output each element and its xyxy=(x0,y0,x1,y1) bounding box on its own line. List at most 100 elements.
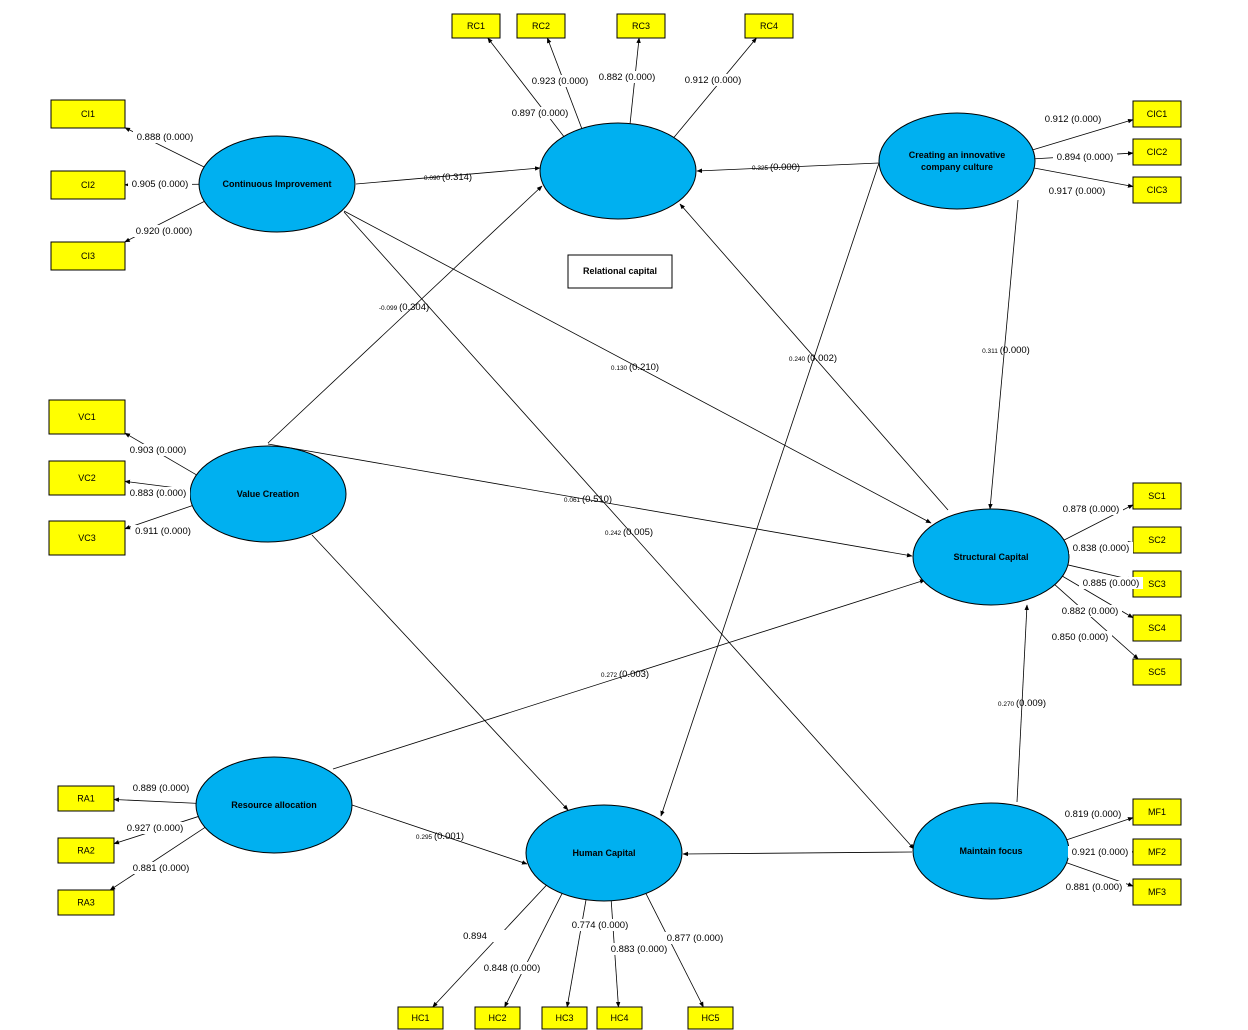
indicator-label: RC2 xyxy=(532,21,550,31)
loading-sc1: 0.878 (0.000) xyxy=(1063,504,1120,515)
loading-ci3: 0.920 (0.000) xyxy=(136,226,193,237)
loading-label-bg xyxy=(129,782,193,794)
indicator-rc1: RC1 xyxy=(451,13,501,39)
loading-line-ra3 xyxy=(109,826,207,891)
loading-sc4: 0.882 (0.000) xyxy=(1062,606,1119,617)
indicator-label: SC2 xyxy=(1148,535,1166,545)
loading-cic1: 0.912 (0.000) xyxy=(1045,114,1102,125)
indicator-ra1: RA1 xyxy=(57,785,115,812)
loading-label-bg xyxy=(480,962,544,974)
loading-line-hc1 xyxy=(432,884,548,1008)
loading-mf2: 0.921 (0.000) xyxy=(1072,847,1129,858)
indicator-box xyxy=(1132,798,1182,826)
indicator-label: CIC3 xyxy=(1147,185,1168,195)
construct-label: company culture xyxy=(921,162,993,172)
indicator-sc2: SC2 xyxy=(1132,526,1182,554)
path-mf-to-sc xyxy=(1016,604,1029,803)
path-coef-value: 0.272 xyxy=(601,672,619,679)
path-coef-ra-hc: 0.295 (0.001) xyxy=(416,831,464,842)
indicator-box xyxy=(596,1006,643,1030)
construct-label: Value Creation xyxy=(237,489,300,499)
loading-line-mf1 xyxy=(1065,817,1134,841)
construct-resource-allocation: Resource allocation xyxy=(195,756,353,854)
indicator-sc4: SC4 xyxy=(1132,614,1182,642)
indicator-label: MF3 xyxy=(1148,887,1166,897)
indicator-label: CI2 xyxy=(81,180,95,190)
construct-ellipse xyxy=(195,756,353,854)
construct-structural-capital: Structural Capital xyxy=(912,508,1070,606)
loading-label-bg xyxy=(528,75,592,87)
loading-label-bg xyxy=(1041,113,1105,125)
loading-label-bg xyxy=(1079,577,1143,589)
path-coef-cic-rc: 0.325 (0.000) xyxy=(752,162,800,173)
indicator-ra3: RA3 xyxy=(57,889,115,916)
loading-label-bg xyxy=(131,525,195,537)
indicator-ci2: CI2 xyxy=(50,170,126,200)
loading-label-bg xyxy=(126,487,190,499)
loading-label-bg xyxy=(443,930,507,942)
indicator-rc4: RC4 xyxy=(744,13,794,39)
loading-vc1: 0.903 (0.000) xyxy=(130,445,187,456)
indicator-hc5: HC5 xyxy=(687,1006,734,1030)
indicator-label: RA1 xyxy=(77,794,95,804)
indicator-label: SC5 xyxy=(1148,667,1166,677)
loading-label-bg xyxy=(1068,846,1132,858)
path-coef-sc-rc: 0.240 (0.002) xyxy=(789,353,837,364)
path-ra-to-hc xyxy=(351,804,528,865)
loading-label-bg xyxy=(132,225,196,237)
indicator-hc2: HC2 xyxy=(474,1006,521,1030)
loading-label-bg xyxy=(123,822,187,834)
indicator-vc1: VC1 xyxy=(48,399,126,435)
construct-creating-an-innovative-company-culture: Creating an innovative company culture xyxy=(878,112,1036,210)
path-coef-value: 0.295 xyxy=(416,834,434,841)
loading-vc2: 0.883 (0.000) xyxy=(130,488,187,499)
path-ci-to-mf xyxy=(343,211,915,850)
loading-line-rc1 xyxy=(487,37,565,138)
path-coef-pvalue: (0.001) xyxy=(434,831,464,842)
indicator-label: RA2 xyxy=(77,846,95,856)
indicator-label: HC4 xyxy=(610,1013,628,1023)
path-coef-cic-sc: 0.311 (0.000) xyxy=(982,345,1030,356)
path-coef-ci-mf: 0.242 (0.005) xyxy=(605,527,653,538)
indicator-vc3: VC3 xyxy=(48,520,126,556)
indicator-label: VC2 xyxy=(78,473,96,483)
construct-label: Continuous Improvement xyxy=(222,179,331,189)
indicator-mf2: MF2 xyxy=(1132,838,1182,866)
construct-ellipse xyxy=(539,122,697,220)
loading-cic3: 0.917 (0.000) xyxy=(1049,186,1106,197)
indicator-mf1: MF1 xyxy=(1132,798,1182,826)
loading-label-bg xyxy=(595,71,659,83)
path-ra-to-sc xyxy=(332,579,926,770)
indicator-mf3: MF3 xyxy=(1132,878,1182,906)
indicator-box xyxy=(474,1006,521,1030)
loading-rc1: 0.897 (0.000) xyxy=(512,108,569,119)
loading-label-bg xyxy=(1045,185,1109,197)
indicator-ra2: RA2 xyxy=(57,837,115,864)
loading-cic2: 0.894 (0.000) xyxy=(1057,152,1114,163)
construct-label: Creating an innovative xyxy=(909,150,1006,160)
path-mf-to-hc xyxy=(682,851,913,857)
loading-label-bg xyxy=(1048,631,1112,643)
indicator-box xyxy=(48,399,126,435)
indicator-sc1: SC1 xyxy=(1132,482,1182,510)
construct-label: Human Capital xyxy=(572,848,635,858)
path-coef-value: 0.270 xyxy=(998,701,1016,708)
loading-mf1: 0.819 (0.000) xyxy=(1065,809,1122,820)
relational-capital-title-text: Relational capital xyxy=(583,266,657,276)
path-coef-value: 0.061 xyxy=(564,497,582,504)
indicator-label: RC4 xyxy=(760,21,778,31)
loading-hc2: 0.848 (0.000) xyxy=(484,963,541,974)
path-coef-value: 0.242 xyxy=(605,530,623,537)
loading-sc2: 0.838 (0.000) xyxy=(1073,543,1130,554)
loading-label-bg xyxy=(1061,808,1125,820)
loading-hc3: 0.774 (0.000) xyxy=(572,920,629,931)
loading-label-bg xyxy=(1069,542,1133,554)
path-coef-value: -0.099 xyxy=(379,305,399,312)
construct-label: Resource allocation xyxy=(231,800,317,810)
path-ci-to-rc xyxy=(355,166,541,185)
construct-ellipse xyxy=(878,112,1036,210)
path-coef-pvalue: (0.003) xyxy=(619,669,649,680)
path-coef-value: 0.130 xyxy=(611,365,629,372)
indicator-label: CIC1 xyxy=(1147,109,1168,119)
loading-hc5: 0.877 (0.000) xyxy=(667,933,724,944)
